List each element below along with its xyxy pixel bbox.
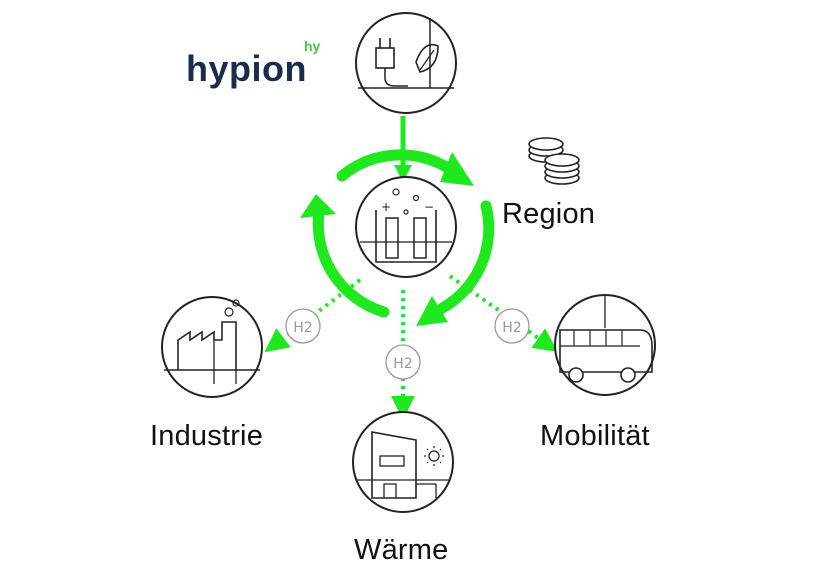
hypion-logo-mark: hy [304, 38, 321, 54]
svg-text:−: − [424, 200, 434, 214]
hydrogen-badge-right: H2 [494, 308, 530, 344]
label-waerme: Wärme [354, 534, 449, 566]
svg-text:H2: H2 [393, 356, 412, 372]
hydrogen-badge-left: H2 [285, 308, 321, 344]
hydrogen-badge-bottom: H2 [385, 344, 421, 380]
bus-icon [554, 294, 656, 396]
cycle-arrows [312, 149, 495, 318]
plug-leaf-icon [355, 12, 457, 114]
coins-icon [528, 137, 580, 185]
svg-text:H2: H2 [502, 320, 521, 336]
factory-icon [161, 296, 263, 398]
flow-down-arrow [394, 165, 412, 182]
label-mobilitaet: Mobilität [540, 420, 650, 452]
label-industrie: Industrie [150, 420, 264, 452]
house-sun-icon [352, 411, 454, 513]
svg-text:H2: H2 [293, 320, 312, 336]
svg-text:+: + [381, 200, 391, 214]
electrolyzer-icon: + − [355, 176, 457, 278]
hypion-logo: hypion [186, 48, 307, 89]
label-region: Region [502, 198, 596, 230]
